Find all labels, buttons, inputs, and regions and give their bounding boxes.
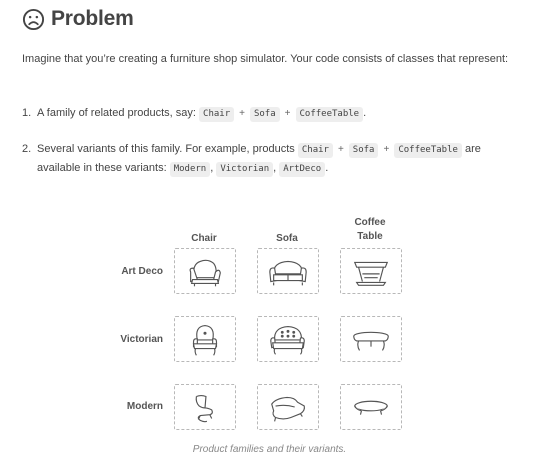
list-end: . [325, 162, 329, 174]
column-header-coffee-table: Coffee Table [335, 216, 405, 244]
cell-victorian-chair [174, 316, 236, 362]
figure-caption: Product families and their variants. [192, 444, 347, 455]
list-text-mid: are available in these variants: [37, 143, 481, 174]
column-header-coffee-table-text: Coffee Table [354, 217, 386, 242]
cell-modern-coffee-table [340, 384, 402, 430]
art-deco-sofa-icon [269, 260, 307, 286]
frown-face-icon [22, 8, 45, 30]
modern-coffee-table-icon [354, 400, 388, 415]
code-chair: Chair [297, 143, 333, 158]
victorian-coffee-table-icon [353, 331, 389, 351]
list-end: . [363, 107, 367, 119]
modern-chair-icon [195, 394, 213, 423]
list-text: Several variants of this family. For exa… [37, 143, 295, 155]
cell-art-deco-sofa [257, 248, 319, 294]
row-header-art-deco: Art Deco [121, 266, 163, 277]
list-number: 1. [22, 107, 32, 119]
row-header-victorian: Victorian [120, 334, 163, 345]
art-deco-coffee-table-icon [353, 261, 389, 286]
victorian-chair-icon [192, 325, 218, 356]
code-sofa: Sofa [249, 107, 280, 122]
intro-paragraph: Imagine that you’re creating a furniture… [22, 53, 509, 65]
modern-sofa-icon [271, 396, 305, 422]
code-coffeetable: CoffeeTable [295, 107, 364, 122]
column-header-sofa: Sofa [276, 233, 298, 244]
row-header-modern: Modern [126, 401, 163, 412]
code-sofa: Sofa [348, 143, 379, 158]
code-coffeetable: CoffeeTable [394, 143, 462, 158]
cell-art-deco-coffee-table [340, 248, 402, 294]
cell-victorian-coffee-table [340, 316, 402, 362]
victorian-sofa-icon [270, 325, 305, 355]
cell-victorian-sofa [257, 316, 319, 362]
code-chair: Chair [199, 107, 235, 122]
art-deco-chair-icon [189, 259, 221, 287]
code-modern: Modern [169, 162, 211, 177]
cell-modern-chair [174, 384, 236, 430]
section-heading: Problem [22, 6, 134, 32]
list-number: 2. [22, 143, 32, 155]
cell-art-deco-chair [174, 248, 236, 294]
list-item: 1. A family of related products, say: Ch… [22, 104, 522, 123]
list-text: A family of related products, say: [37, 107, 196, 119]
column-header-chair: Chair [191, 233, 217, 244]
code-artdeco: ArtDeco [279, 162, 326, 177]
list-item: 2. Several variants of this family. For … [22, 140, 522, 177]
code-victorian: Victorian [216, 162, 274, 177]
section-title: Problem [51, 7, 134, 30]
cell-modern-sofa [257, 384, 319, 430]
